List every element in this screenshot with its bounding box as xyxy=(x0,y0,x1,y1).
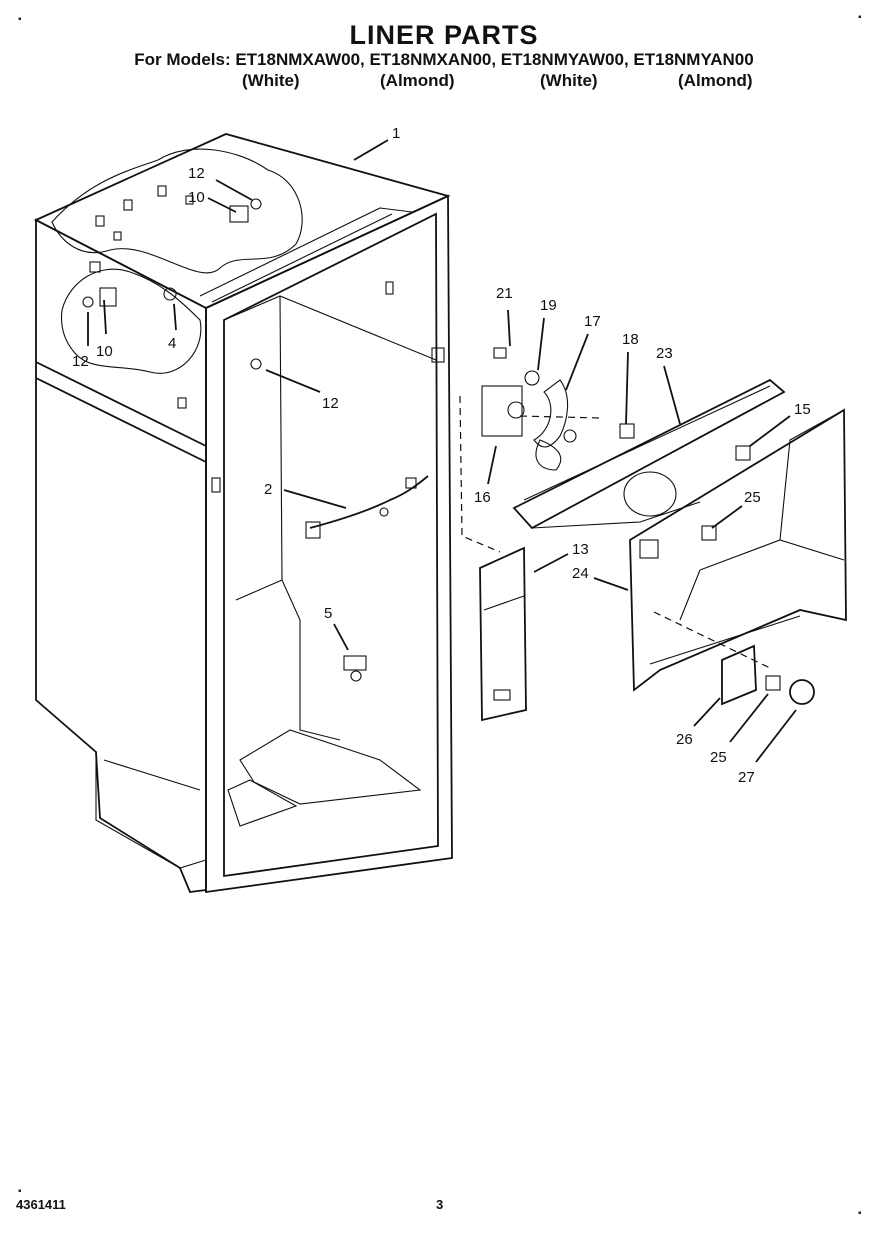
callout-5: 5 xyxy=(324,605,332,622)
color-white-2: (White) xyxy=(540,71,598,90)
fan-motor-assembly xyxy=(481,347,635,471)
evaporator-cover xyxy=(629,408,847,706)
registration-mark-top-left: ▪ xyxy=(18,14,22,25)
leader-lines xyxy=(87,139,797,763)
registration-mark-bottom-right: ▪ xyxy=(858,1208,862,1219)
rear-panel xyxy=(459,395,527,722)
callout-25-middle: 25 xyxy=(744,489,761,506)
registration-mark-bottom-left: ▪ xyxy=(18,1186,22,1197)
registration-mark-top-right: ▪ xyxy=(858,12,862,23)
color-almond-2: (Almond) xyxy=(678,71,753,90)
callout-4: 4 xyxy=(168,335,176,352)
page-title: LINER PARTS xyxy=(349,20,539,50)
callout-23: 23 xyxy=(656,345,673,362)
page-number: 3 xyxy=(436,1197,444,1212)
callout-15: 15 xyxy=(794,401,811,418)
callout-1: 1 xyxy=(392,125,400,142)
model-list: For Models: ET18NMXAW00, ET18NMXAN00, ET… xyxy=(134,50,754,69)
callout-10-top: 10 xyxy=(188,189,205,206)
callout-18: 18 xyxy=(622,331,639,348)
callout-12-inner: 12 xyxy=(322,395,339,412)
callout-21: 21 xyxy=(496,285,513,302)
callout-24: 24 xyxy=(572,565,589,582)
document-number: 4361411 xyxy=(16,1197,66,1212)
callout-16: 16 xyxy=(474,489,491,506)
callout-13: 13 xyxy=(572,541,589,558)
callout-19: 19 xyxy=(540,297,557,314)
callout-27: 27 xyxy=(738,769,755,786)
callout-10-left: 10 xyxy=(96,343,113,360)
color-almond-1: (Almond) xyxy=(380,71,455,90)
callout-12-top: 12 xyxy=(188,165,205,182)
callout-25-bottom: 25 xyxy=(710,749,727,766)
color-white-1: (White) xyxy=(242,71,300,90)
liner-cabinet xyxy=(33,133,453,894)
callout-26: 26 xyxy=(676,731,693,748)
callout-2: 2 xyxy=(264,481,272,498)
callout-17: 17 xyxy=(584,313,601,330)
callout-numbers: 1 12 10 12 10 4 12 2 5 21 19 17 18 23 15… xyxy=(72,125,811,786)
callout-12-left: 12 xyxy=(72,353,89,370)
